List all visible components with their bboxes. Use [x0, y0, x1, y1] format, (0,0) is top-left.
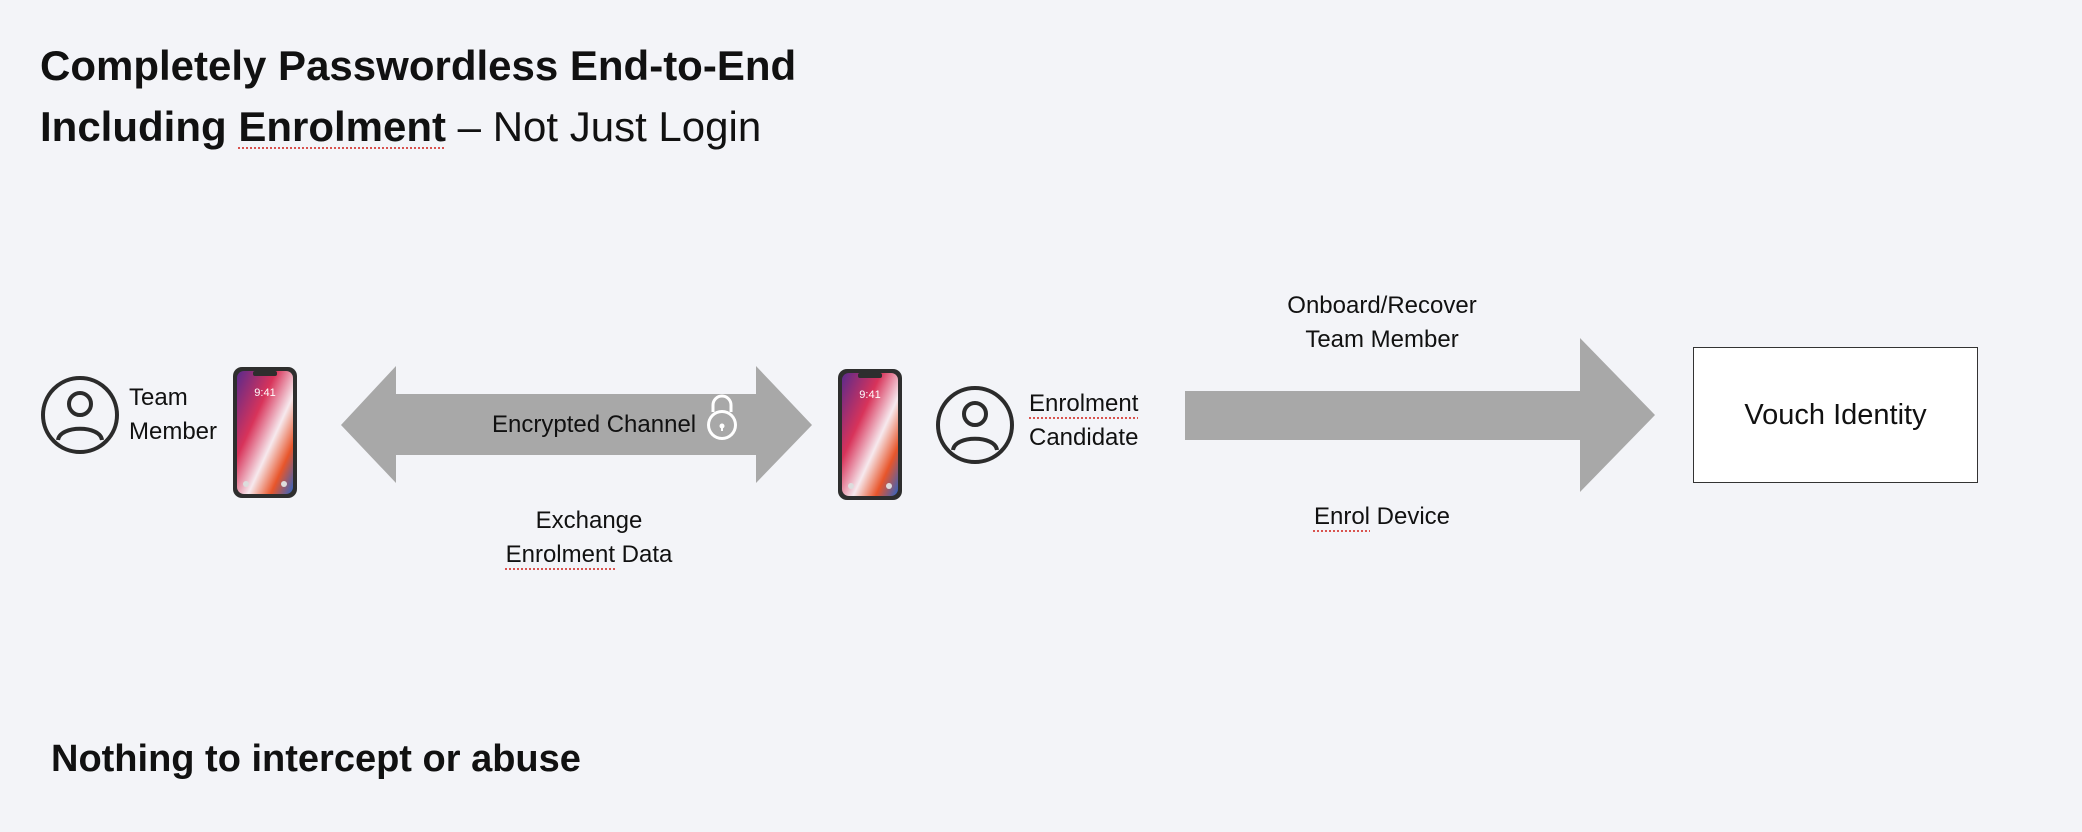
onboard-recover-label: Onboard/Recover Team Member	[1232, 289, 1532, 357]
team-member-line-1: Team	[129, 384, 188, 411]
vouch-identity-box: Vouch Identity	[1693, 347, 1978, 483]
title-line-2: Including Enrolment – Not Just Login	[40, 97, 761, 157]
candidate-person-icon	[936, 386, 1014, 464]
phone-1-time: 9:41	[254, 387, 275, 399]
candidate-line-2: Candidate	[1029, 424, 1139, 451]
title-enrolment-word: Enrolment	[238, 103, 446, 150]
title-bold-prefix: Including	[40, 103, 239, 150]
lock-icon	[707, 394, 737, 440]
encrypted-channel-arrow	[341, 366, 812, 483]
exchange-line-1: Exchange	[535, 507, 643, 534]
enrolment-candidate-label: Enrolment Candidate	[1029, 387, 1138, 455]
candidate-phone-icon: 9:41	[838, 369, 902, 500]
exchange-enrolment-word: Enrolment	[505, 541, 615, 568]
phone-2-time: 9:41	[859, 389, 880, 401]
enrol-word: Enrol	[1313, 503, 1370, 530]
encrypted-channel-label: Encrypted Channel	[492, 411, 697, 438]
exchange-enrolment-label: Exchange Enrolment Data	[489, 504, 689, 572]
footer-text: Nothing to intercept or abuse	[51, 738, 581, 780]
exchange-line-2: Enrolment Data	[489, 538, 689, 572]
device-word: Device	[1370, 503, 1451, 530]
team-member-person-icon	[41, 376, 119, 454]
onboard-arrow	[1185, 338, 1655, 492]
vouch-identity-label: Vouch Identity	[1744, 398, 1927, 431]
exchange-data-word: Data	[615, 541, 673, 568]
team-member-label: Team Member	[129, 381, 217, 449]
enrol-device-label: Enrol Device	[1232, 500, 1532, 534]
team-member-phone-icon: 9:41	[233, 367, 297, 498]
title-line-1: Completely Passwordless End-to-End	[40, 36, 796, 96]
onboard-line-1: Onboard/Recover	[1287, 292, 1477, 319]
onboard-line-2: Team Member	[1305, 326, 1459, 353]
candidate-enrolment-word: Enrolment	[1029, 390, 1139, 417]
title-bold-text: Completely Passwordless End-to-End	[40, 42, 797, 89]
team-member-line-2: Member	[129, 418, 218, 445]
title-light-text: – Not Just Login	[446, 103, 762, 150]
